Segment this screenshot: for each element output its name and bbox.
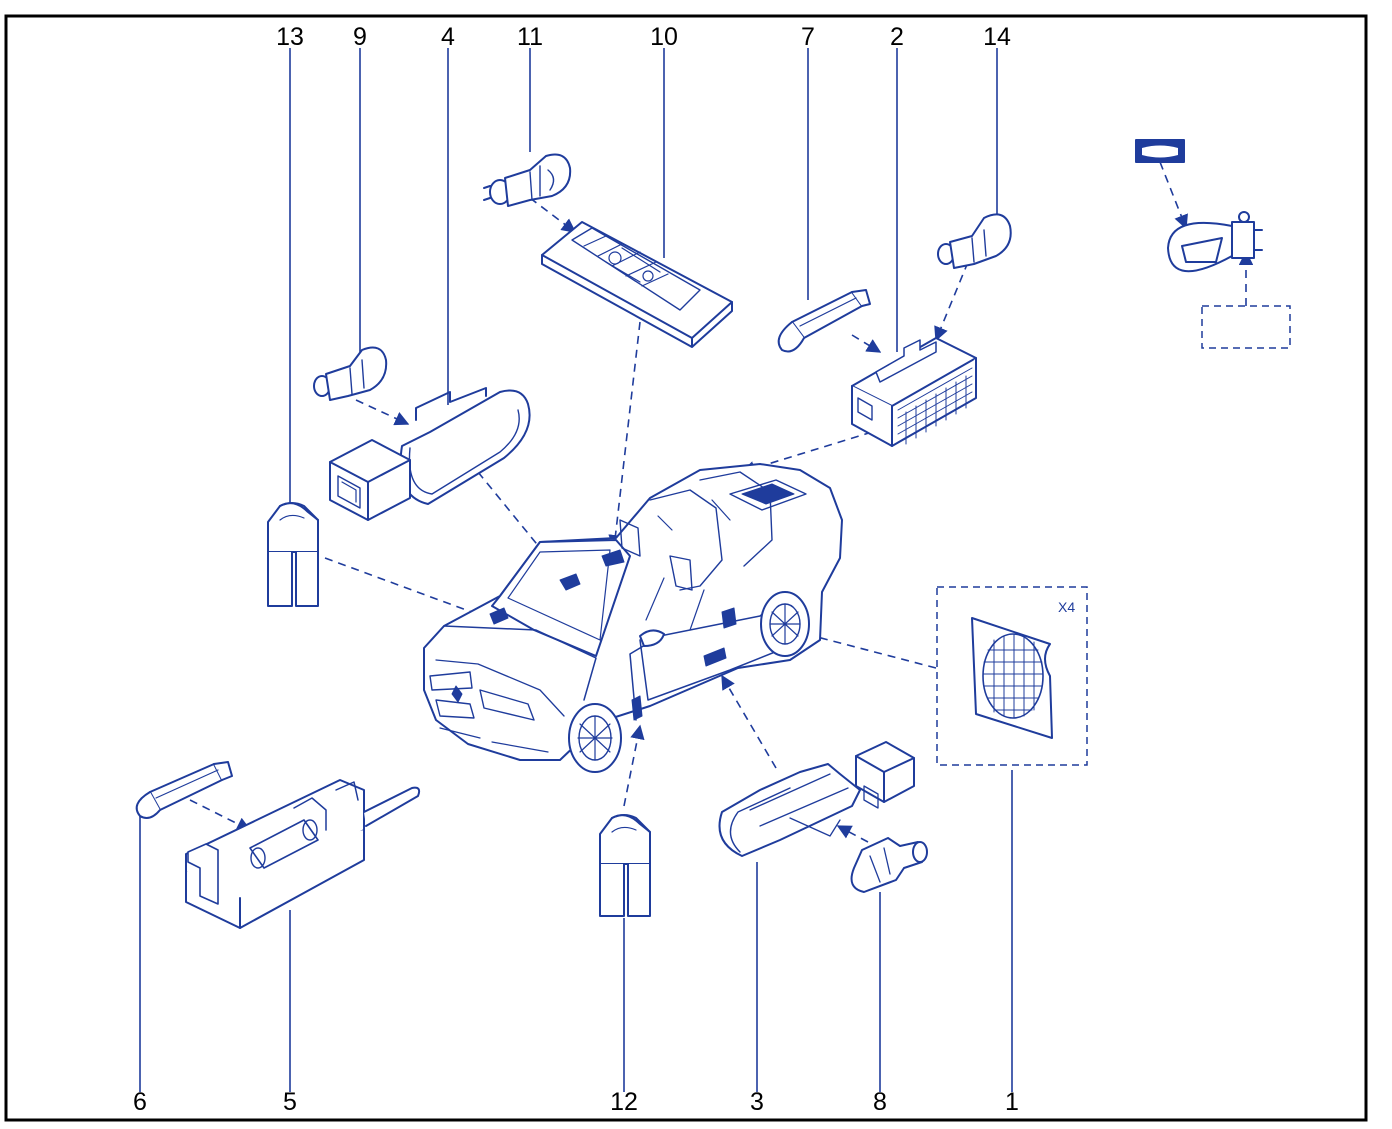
part-1-grille-panel-icon <box>971 617 1053 739</box>
grille-mesh <box>982 633 1044 719</box>
callout-10: 10 <box>650 23 678 51</box>
quantity-badge: X4 <box>1058 599 1075 615</box>
arrow-bulb-14-to-lamp-2 <box>934 261 969 342</box>
part-4-oval-lamp-icon <box>329 387 531 521</box>
part-14-bulb-icon <box>937 213 1012 269</box>
part-2-map-lamp-icon <box>851 337 977 447</box>
parts-artwork <box>135 139 1263 929</box>
part-8-bulb-icon <box>850 837 928 893</box>
part-10-courtesy-lamp-icon <box>541 221 733 348</box>
bulb-type-legend-icon <box>1135 139 1185 163</box>
part-6-festoon-bulb-icon <box>135 761 233 819</box>
callout-7: 7 <box>801 23 815 51</box>
arrow-fuse-13-to-car <box>324 557 490 621</box>
car-convertible-icon <box>423 463 843 773</box>
callout-12: 12 <box>610 1088 638 1116</box>
dashed-boxes <box>936 305 1291 766</box>
arrow-legend-to-bulb <box>1159 161 1188 230</box>
callout-4: 4 <box>441 23 455 51</box>
part-9-bulb-icon <box>313 346 388 401</box>
grille-kit-box <box>936 586 1088 766</box>
callout-13: 13 <box>276 23 304 51</box>
part-11-bulb-icon <box>483 153 572 207</box>
part-13-fuse-icon <box>267 502 319 607</box>
top-callouts: 13 9 4 11 10 7 2 14 <box>276 23 1011 51</box>
lens-grid <box>897 367 973 445</box>
reference-bulb-icon <box>1167 211 1263 273</box>
callout-3: 3 <box>750 1088 764 1116</box>
callout-8: 8 <box>873 1088 887 1116</box>
callout-5: 5 <box>283 1088 297 1116</box>
part-5-boot-lamp-icon <box>185 779 421 929</box>
callout-6: 6 <box>133 1088 147 1116</box>
callout-9: 9 <box>353 23 367 51</box>
callout-2: 2 <box>890 23 904 51</box>
arrow-bulb-8-to-lamp-3 <box>836 825 869 843</box>
bottom-callouts: 6 5 12 3 8 1 <box>133 1088 1019 1116</box>
arrow-lamp-10-to-car <box>608 321 641 550</box>
arrow-bulb-11-to-lamp-10 <box>529 197 577 233</box>
arrow-lamp-3-to-car <box>721 674 777 769</box>
part-12-fuse-icon <box>599 814 651 917</box>
callout-11: 11 <box>517 23 543 51</box>
arrow-bulb-7-to-lamp-2 <box>851 334 882 353</box>
callout-1: 1 <box>1005 1088 1019 1116</box>
part-7-festoon-bulb-icon <box>777 289 871 353</box>
arrow-bulb-9-to-lamp-4 <box>355 399 410 426</box>
socket-reference-box <box>1201 305 1291 349</box>
arrow-bulb-6-to-lamp-5 <box>189 799 252 831</box>
callout-14: 14 <box>983 23 1011 51</box>
part-3-door-lamp-icon <box>718 741 915 857</box>
leader-lines <box>139 48 1013 1092</box>
